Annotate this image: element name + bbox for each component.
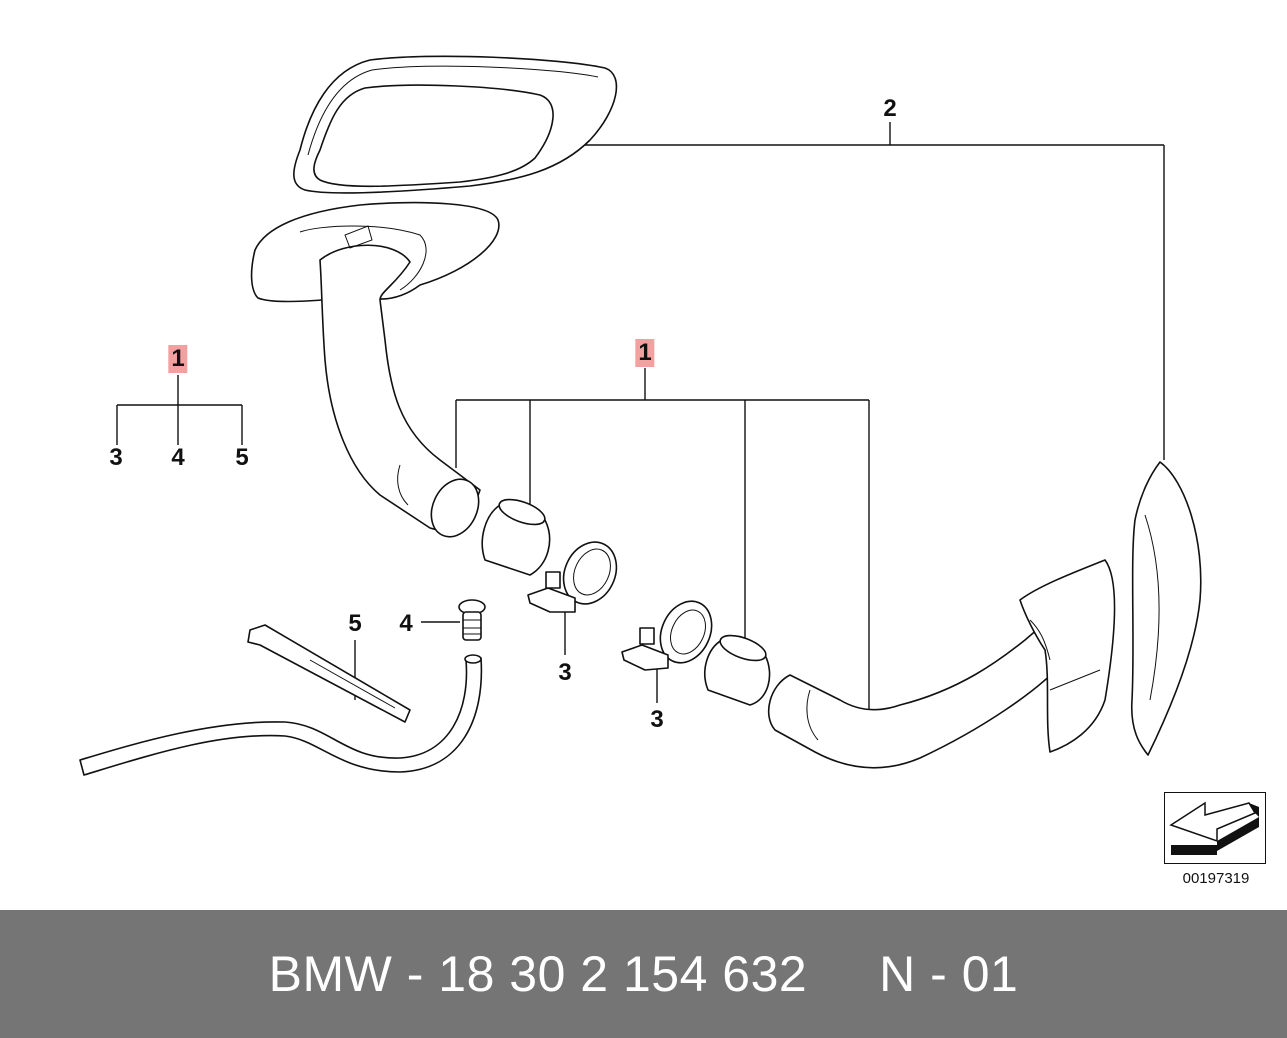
direction-arrow-icon xyxy=(1169,801,1259,855)
right-exhaust-trim xyxy=(1130,461,1202,756)
callout-4-plug: 4 xyxy=(399,610,413,637)
reference-number: 00197319 xyxy=(1182,870,1250,887)
cable-tie xyxy=(247,624,411,723)
orientation-arrow-box xyxy=(1164,792,1266,864)
exhaust-parts-diagram xyxy=(79,55,1202,776)
callout-3-left: 3 xyxy=(109,444,123,471)
exhaust-trim-ring xyxy=(293,55,618,194)
callout-3-clamp-a: 3 xyxy=(558,659,572,686)
pipe-sleeve-2 xyxy=(704,634,771,706)
right-tailpipe xyxy=(767,609,1066,769)
pipe-sleeve-1 xyxy=(481,498,551,576)
callout-1-center: 1 xyxy=(635,339,655,367)
callout-1-left: 1 xyxy=(168,345,188,373)
part-number-caption: BMW - 18 30 2 154 632 N - 01 xyxy=(268,946,1019,1002)
callout-4-left: 4 xyxy=(171,444,185,471)
rubber-plug xyxy=(458,599,486,641)
callout-2: 2 xyxy=(883,95,897,122)
leader-lines xyxy=(116,122,1165,712)
callout-3-clamp-b: 3 xyxy=(650,706,664,733)
callout-5-left: 5 xyxy=(235,444,249,471)
left-tailpipe xyxy=(250,201,500,538)
right-exhaust-tip xyxy=(1019,559,1116,753)
drain-hose xyxy=(79,654,483,776)
callout-5-tie: 5 xyxy=(348,610,362,637)
clamp-1 xyxy=(527,541,618,613)
clamp-2 xyxy=(621,600,713,671)
footer-bar: BMW - 18 30 2 154 632 N - 01 xyxy=(0,910,1287,1038)
